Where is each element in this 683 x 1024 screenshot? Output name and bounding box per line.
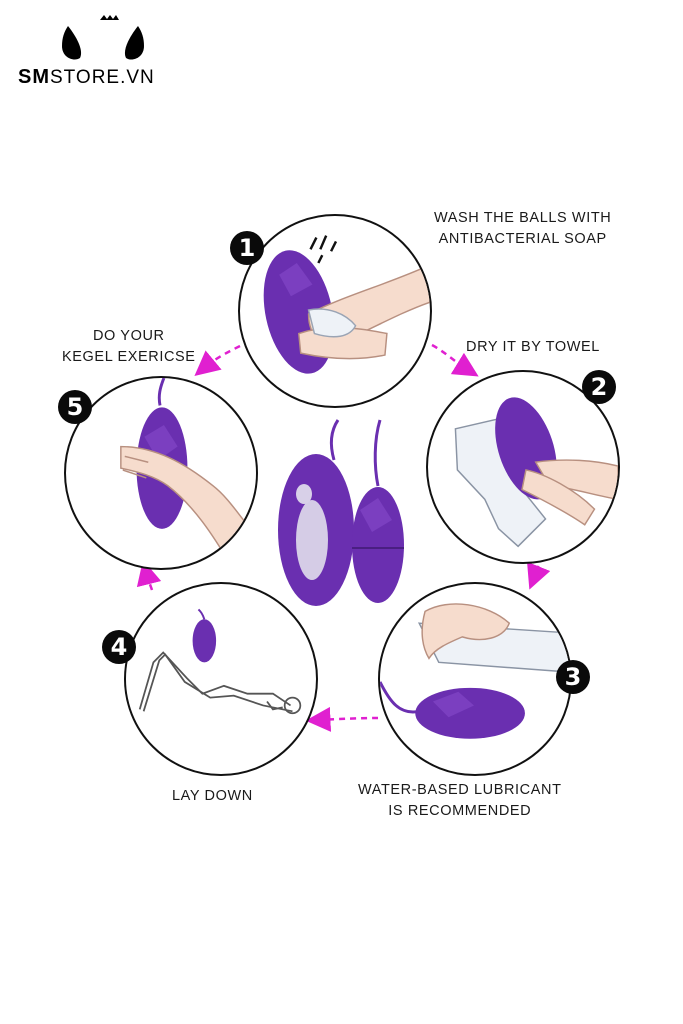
logo <box>18 14 188 94</box>
step-1-number-badge: 1 <box>230 231 264 265</box>
caption-step-4-line-1: LAY DOWN <box>172 788 253 804</box>
step-2-number-badge: 2 <box>582 370 616 404</box>
step-3-number-badge: 3 <box>556 660 590 694</box>
caption-step-2: DRY IT BY TOWEL <box>466 337 600 358</box>
step-4-number-badge: 4 <box>102 630 136 664</box>
caption-step-5-line-2: KEGEL EXERICSE <box>62 349 196 365</box>
caption-step-4: LAY DOWN <box>172 786 253 807</box>
caption-step-5-line-1: DO YOUR <box>92 328 165 344</box>
arrow-4-to-5 <box>136 559 162 591</box>
kegel-exercise-illustration <box>120 378 256 568</box>
arrow-1-to-2 <box>431 343 479 377</box>
arrow-3-to-4 <box>305 706 379 732</box>
caption-step-5: DO YOUR KEGEL EXERICSE <box>62 326 196 368</box>
step-2-circle <box>426 370 620 564</box>
brand-wordmark: SMSTORE.VN <box>18 66 155 89</box>
step-5-circle <box>64 376 258 570</box>
drying-towel-illustration <box>454 397 618 548</box>
caption-step-2-line-1: DRY IT BY TOWEL <box>466 339 600 355</box>
arrow-5-to-1 <box>194 344 241 377</box>
caption-step-3-line-1: WATER-BASED LUBRICANT <box>358 782 562 798</box>
step-3-circle <box>378 582 572 776</box>
lubricant-illustration <box>380 603 570 739</box>
caption-step-3-line-2: IS RECOMMENDED <box>388 803 532 819</box>
step-5-number-badge: 5 <box>58 390 92 424</box>
step-4-circle <box>124 582 318 776</box>
caption-step-1-line-1: WASH THE BALLS WITH <box>434 210 612 226</box>
lying-down-illustration <box>138 608 302 715</box>
washing-hands-illustration <box>263 235 430 374</box>
brand-name-rest: STORE.VN <box>50 67 155 88</box>
step-1-circle <box>238 214 432 408</box>
brand-name-bold: SM <box>18 66 50 88</box>
caption-step-1: WASH THE BALLS WITH ANTIBACTERIAL SOAP <box>434 208 611 250</box>
caption-step-3: WATER-BASED LUBRICANT IS RECOMMENDED <box>358 780 562 822</box>
caption-step-1-line-2: ANTIBACTERIAL SOAP <box>438 231 607 247</box>
cat-ears-crown-icon <box>62 15 144 60</box>
